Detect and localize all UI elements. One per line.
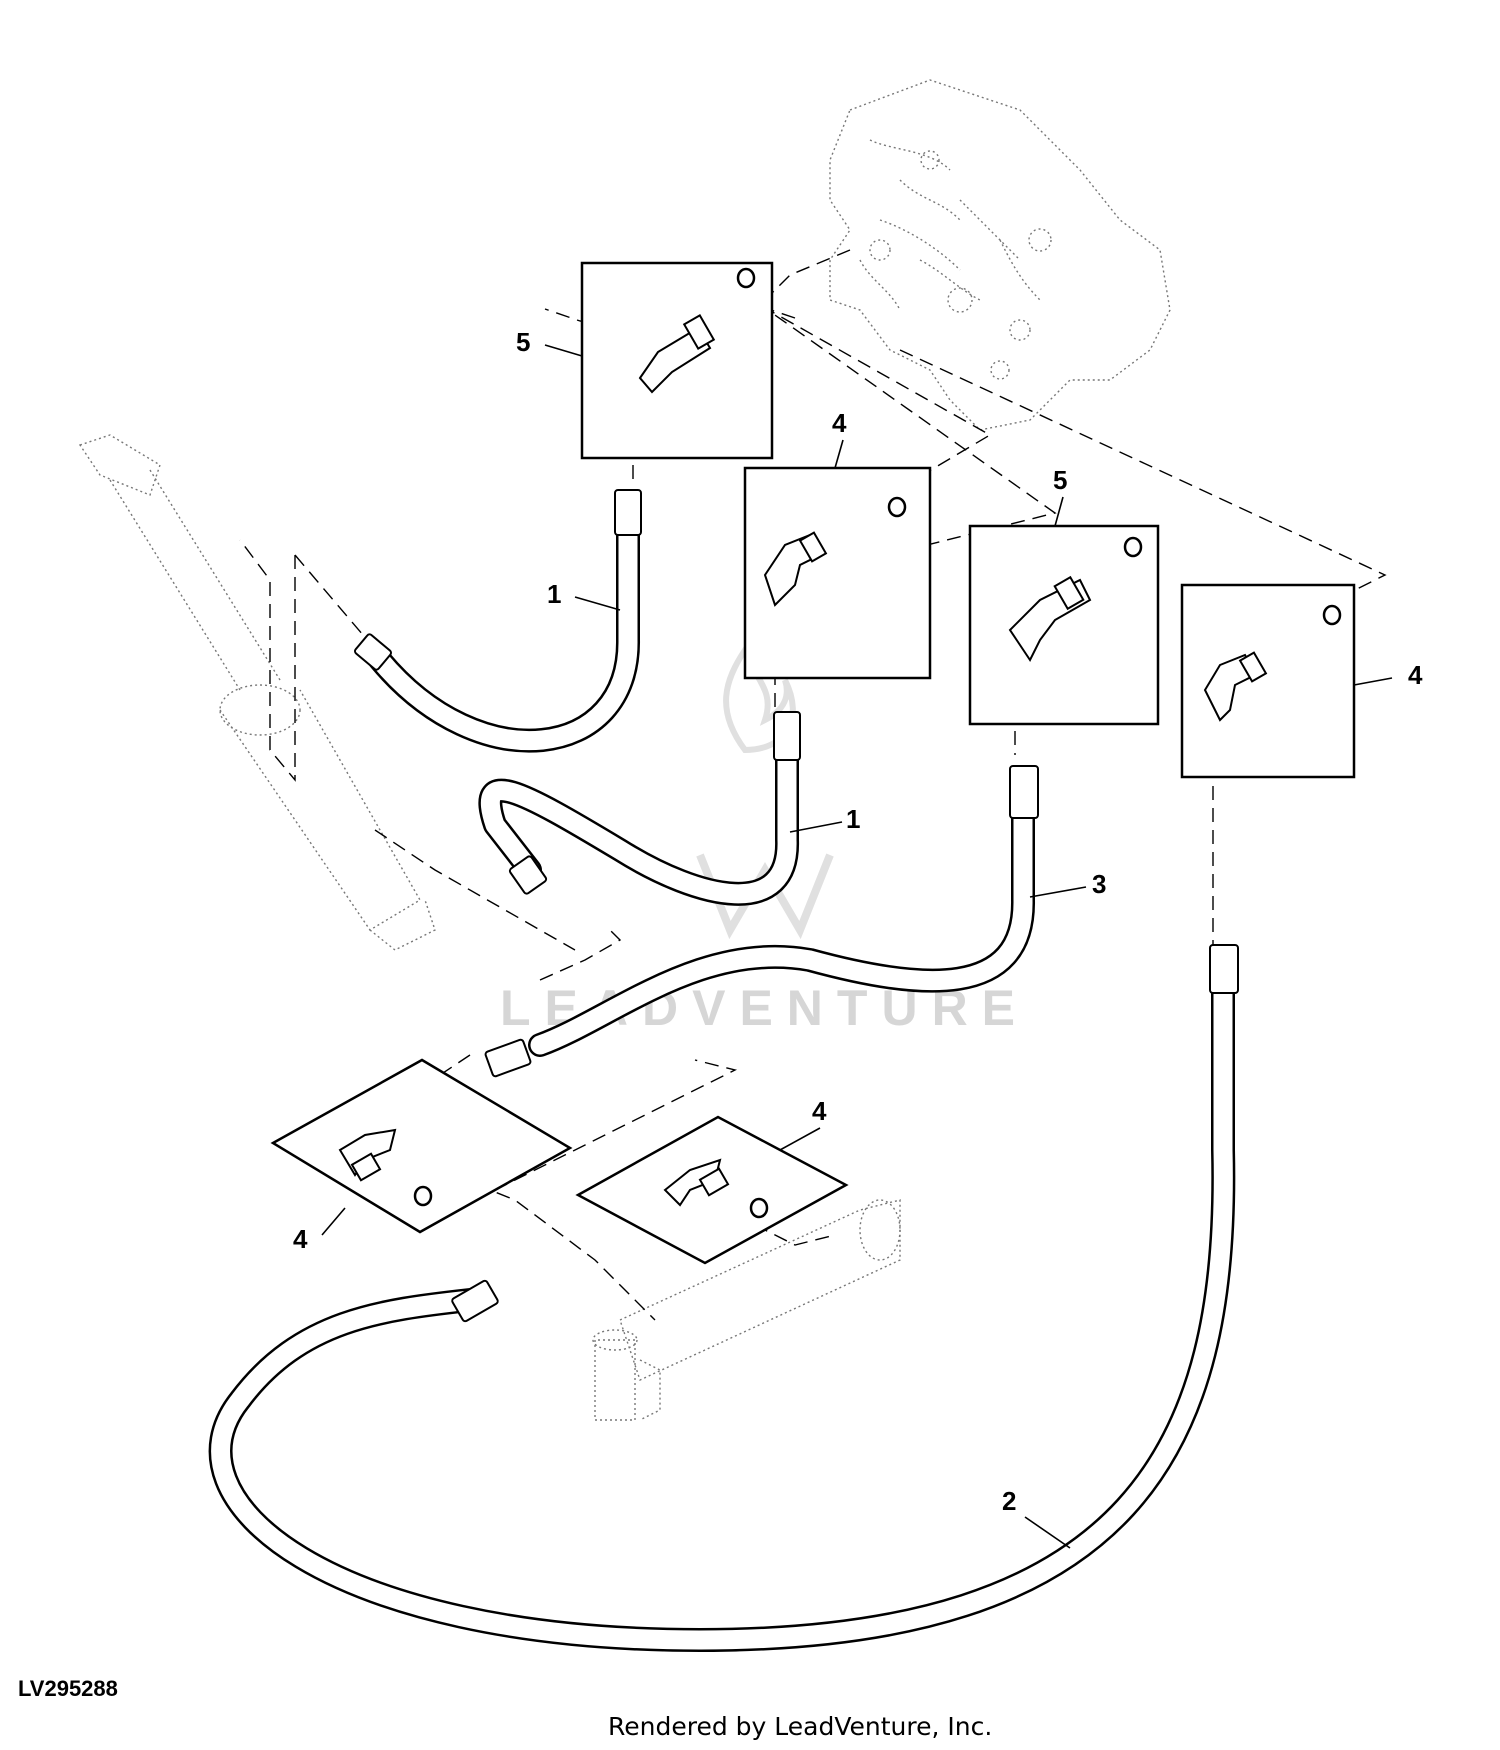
credit-text: Rendered by LeadVenture, Inc. (608, 1712, 992, 1741)
callout-3: 3 (1092, 869, 1106, 899)
figure-id: LV295288 (18, 1676, 118, 1701)
lower-cylinder-ghost (592, 1199, 901, 1421)
boom-cylinder-ghost (78, 434, 436, 951)
callout-4-lower-left: 4 (293, 1224, 308, 1254)
callout-5-mid: 5 (1053, 465, 1067, 495)
fitting-box-4-lower-left (270, 1058, 573, 1234)
callout-4-right: 4 (1408, 660, 1423, 690)
callout-leaders (321, 344, 1393, 1549)
fitting-box-4-upper-mid (743, 466, 932, 680)
callout-1-upper: 1 (547, 579, 561, 609)
fitting-box-5-top (580, 261, 774, 460)
callout-4-upper-mid: 4 (832, 408, 847, 438)
fitting-box-4-right (1180, 583, 1356, 779)
callout-2: 2 (1002, 1486, 1016, 1516)
fitting-box-4-lower-mid (575, 1115, 849, 1265)
hoses (208, 508, 1236, 1652)
callout-5-top: 5 (516, 327, 530, 357)
callouts: 5 4 5 4 1 1 3 4 4 2 (293, 327, 1423, 1516)
callout-1-lower: 1 (846, 804, 860, 834)
callout-4-lower-mid: 4 (812, 1096, 827, 1126)
hose-fittings (354, 489, 1239, 1323)
control-valve-ghost (829, 79, 1171, 431)
fitting-box-5-mid (968, 524, 1160, 726)
